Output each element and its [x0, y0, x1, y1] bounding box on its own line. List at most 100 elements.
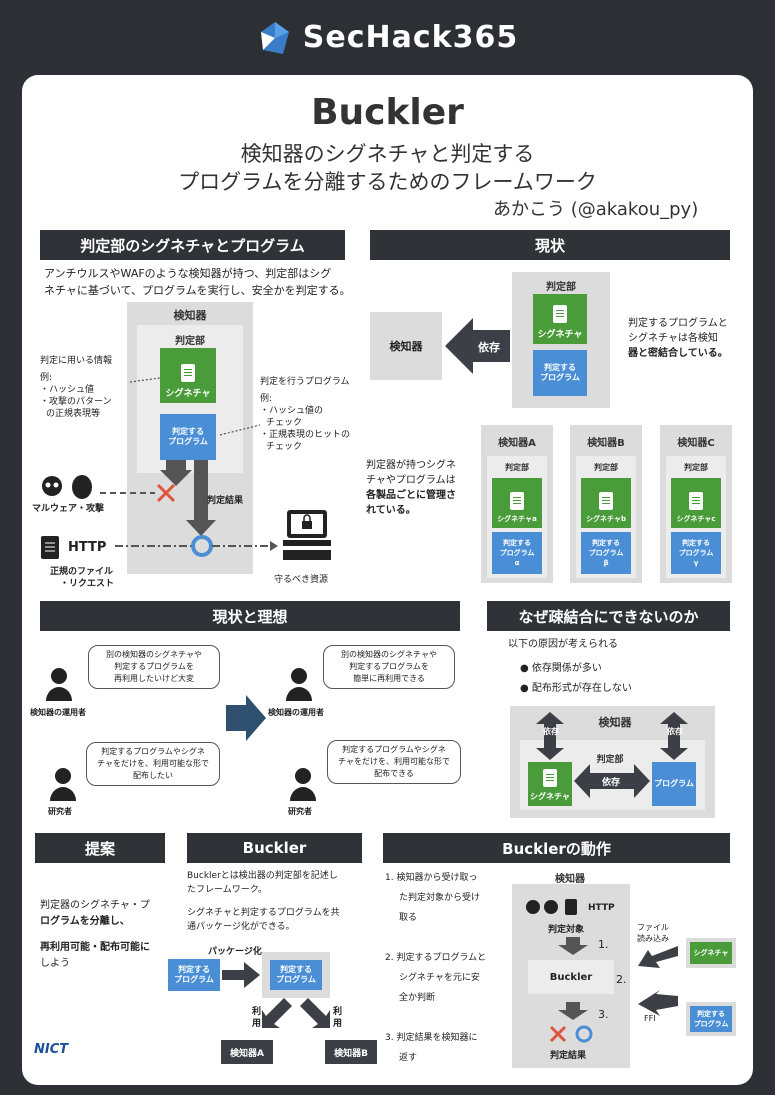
s7-http: HTTP — [588, 903, 615, 913]
s6-line-3: シグネチャと判定するプログラムを共 — [187, 908, 340, 918]
s6-use-1: 利用 — [252, 1007, 262, 1029]
s6-program-right: 判定するプログラム — [270, 960, 322, 990]
s7-file-1: ファイル — [637, 923, 669, 932]
document-icon — [599, 492, 613, 510]
s4-reason-1: ● 依存関係が多い — [520, 663, 602, 674]
s3-b2-3: 簡単に再利用できる — [353, 674, 425, 683]
s6-line-2: たフレームワーク。 — [187, 885, 268, 895]
document-icon — [553, 305, 567, 323]
s4-signature-block: シグネチャ — [528, 762, 572, 806]
s7-down-arrow-icon-1 — [558, 937, 588, 955]
s3-bubble-3: 判定するプログラムやシグネチャをだけを、利用可能な形で配布したい — [86, 742, 220, 786]
s1-info-item3: の正規表現等 — [46, 409, 101, 419]
s1-info-title: 判定に用いる情報 — [40, 356, 113, 366]
poster-subtitle-1: 検知器のシグネチャと判定する — [240, 142, 535, 166]
s3-b4-3: 配布できる — [374, 769, 414, 778]
document-icon — [510, 492, 524, 510]
s2-note2-4: れている。 — [366, 505, 416, 516]
s6-program-left: 判定するプログラム — [168, 959, 220, 991]
s7-down-arrow-icon-2 — [558, 1002, 588, 1020]
right-arrow-icon — [226, 695, 266, 741]
s7-file-2: 読み込み — [637, 934, 669, 943]
s7-n1: 1. — [598, 938, 609, 951]
s1-prog-item4: チェック — [266, 442, 303, 452]
s7-program: 判定するプログラム — [690, 1006, 732, 1032]
s4-depend-v2: 依存 — [667, 727, 683, 736]
s3-operator-2: 検知器の運用者 — [268, 708, 324, 717]
s2-product-prog-2: プログラム — [588, 549, 624, 557]
s3-b4-1: 判定するプログラムやシグネ — [342, 745, 446, 754]
s5-line-4: しよう — [40, 958, 70, 969]
s7-prog-2: プログラム — [693, 1020, 729, 1028]
s1-program-block: 判定する プログラム — [160, 414, 216, 460]
researcher-person-icon — [50, 768, 76, 801]
s3-b1-3: 再利用したいけど大変 — [114, 674, 194, 683]
s2-product-name: 検知器B — [587, 438, 625, 449]
s5-line-3: 再利用可能・配布可能に — [40, 942, 150, 953]
s3-b3-1: 判定するプログラムやシグネ — [101, 747, 205, 756]
s2-program-1: 判定する — [544, 363, 576, 372]
s7-step1-3: 取る — [399, 913, 418, 923]
s2-product-prog-3: α — [514, 559, 520, 567]
s7-step2-1: 2. 判定するプログラムと — [385, 953, 487, 963]
s6-prog-r2: プログラム — [276, 975, 316, 984]
s1-desc-2: ネチャに基づいて、プログラムを実行し、安全かを判定する。 — [44, 284, 351, 297]
s5-line-2-label: ログラムを分離し、 — [40, 916, 130, 927]
s7-step2-2: シグネチャを元に安 — [399, 973, 480, 983]
s6-line-4: 通パッケージ化ができる。 — [187, 922, 295, 932]
header: SecHack365 — [0, 0, 775, 75]
s3-b2-1: 別の検知器のシグネチャや — [341, 650, 437, 659]
section-heading-current-ideal: 現状と理想 — [40, 601, 460, 631]
s2-product-signature: シグネチャb — [581, 478, 631, 528]
s7-n2: 2. — [616, 973, 627, 986]
s4-reason-2-label: 配布形式が存在しない — [531, 683, 632, 694]
s4-signature-label: シグネチャ — [530, 792, 570, 801]
section-heading-proposal: 提案 — [35, 833, 165, 863]
nict-logo: NICT — [34, 1042, 69, 1057]
s2-product-name: 検知器A — [498, 438, 536, 449]
document-icon — [689, 492, 703, 510]
s7-step1-1: 1. 検知器から受け取っ — [385, 873, 478, 883]
s2-product-signature: シグネチャa — [492, 478, 542, 528]
s2-product-prog-1: 判定する — [503, 539, 531, 547]
s4-detector-label: 検知器 — [598, 716, 632, 729]
section-heading-signature-program: 判定部のシグネチャとプログラム — [40, 230, 345, 260]
s2-detector-box: 検知器 — [370, 312, 442, 380]
s7-step3-1: 3. 判定結果を検知器に — [385, 1033, 478, 1043]
s4-reason-2: ● 配布形式が存在しない — [520, 683, 632, 694]
s2-note-1: 判定するプログラムと — [628, 318, 728, 329]
s7-step3-2: 返す — [399, 1053, 418, 1063]
s2-note2-3: 各製品ごとに管理さ — [366, 490, 456, 501]
s2-product-judge: 判定部 — [505, 463, 529, 472]
s6-down-right-arrow-icon — [300, 998, 330, 1028]
s3-b3-3: 配布したい — [133, 771, 173, 780]
s3-researcher-2: 研究者 — [288, 807, 312, 816]
s1-program-label-1: 判定する — [172, 427, 204, 436]
poster-subtitle-2: プログラムを分離するためのフレームワーク — [178, 170, 597, 194]
s2-signature-block: シグネチャ — [533, 294, 587, 344]
section-heading-why: なぜ疎結合にできないのか — [487, 601, 730, 631]
s2-program-2: プログラム — [540, 373, 580, 382]
s2-product-prog-3: γ — [693, 559, 699, 567]
s4-vertical-arrow-icon-1 — [536, 712, 564, 760]
s1-info-item1: ・ハッシュ値 — [40, 385, 95, 395]
s2-judge-label: 判定部 — [546, 282, 576, 293]
s3-b3-2: チャをだけを、利用可能な形で — [97, 759, 209, 768]
s3-bubble-1: 別の検知器のシグネチャや判定するプログラムを再利用したいけど大変 — [88, 645, 220, 689]
s2-product-prog-1: 判定する — [682, 539, 710, 547]
sechack-logo-icon — [260, 21, 289, 54]
s4-vertical-arrow-icon-2 — [660, 712, 688, 760]
s2-product-judge: 判定部 — [684, 463, 708, 472]
s2-signature-label: シグネチャ — [537, 330, 583, 340]
s4-judge-label: 判定部 — [596, 755, 624, 765]
s4-reason-1-label: 依存関係が多い — [531, 663, 602, 674]
s7-left-arrow-icon-2 — [638, 990, 678, 1016]
s6-prog-l2: プログラム — [174, 975, 214, 984]
s1-result-label: 判定結果 — [207, 496, 244, 506]
s7-step1-2: た判定対象から受け — [399, 893, 481, 903]
document-icon — [181, 364, 195, 382]
s6-packaging: パッケージ化 — [208, 947, 262, 957]
s3-researcher-1: 研究者 — [48, 807, 72, 816]
